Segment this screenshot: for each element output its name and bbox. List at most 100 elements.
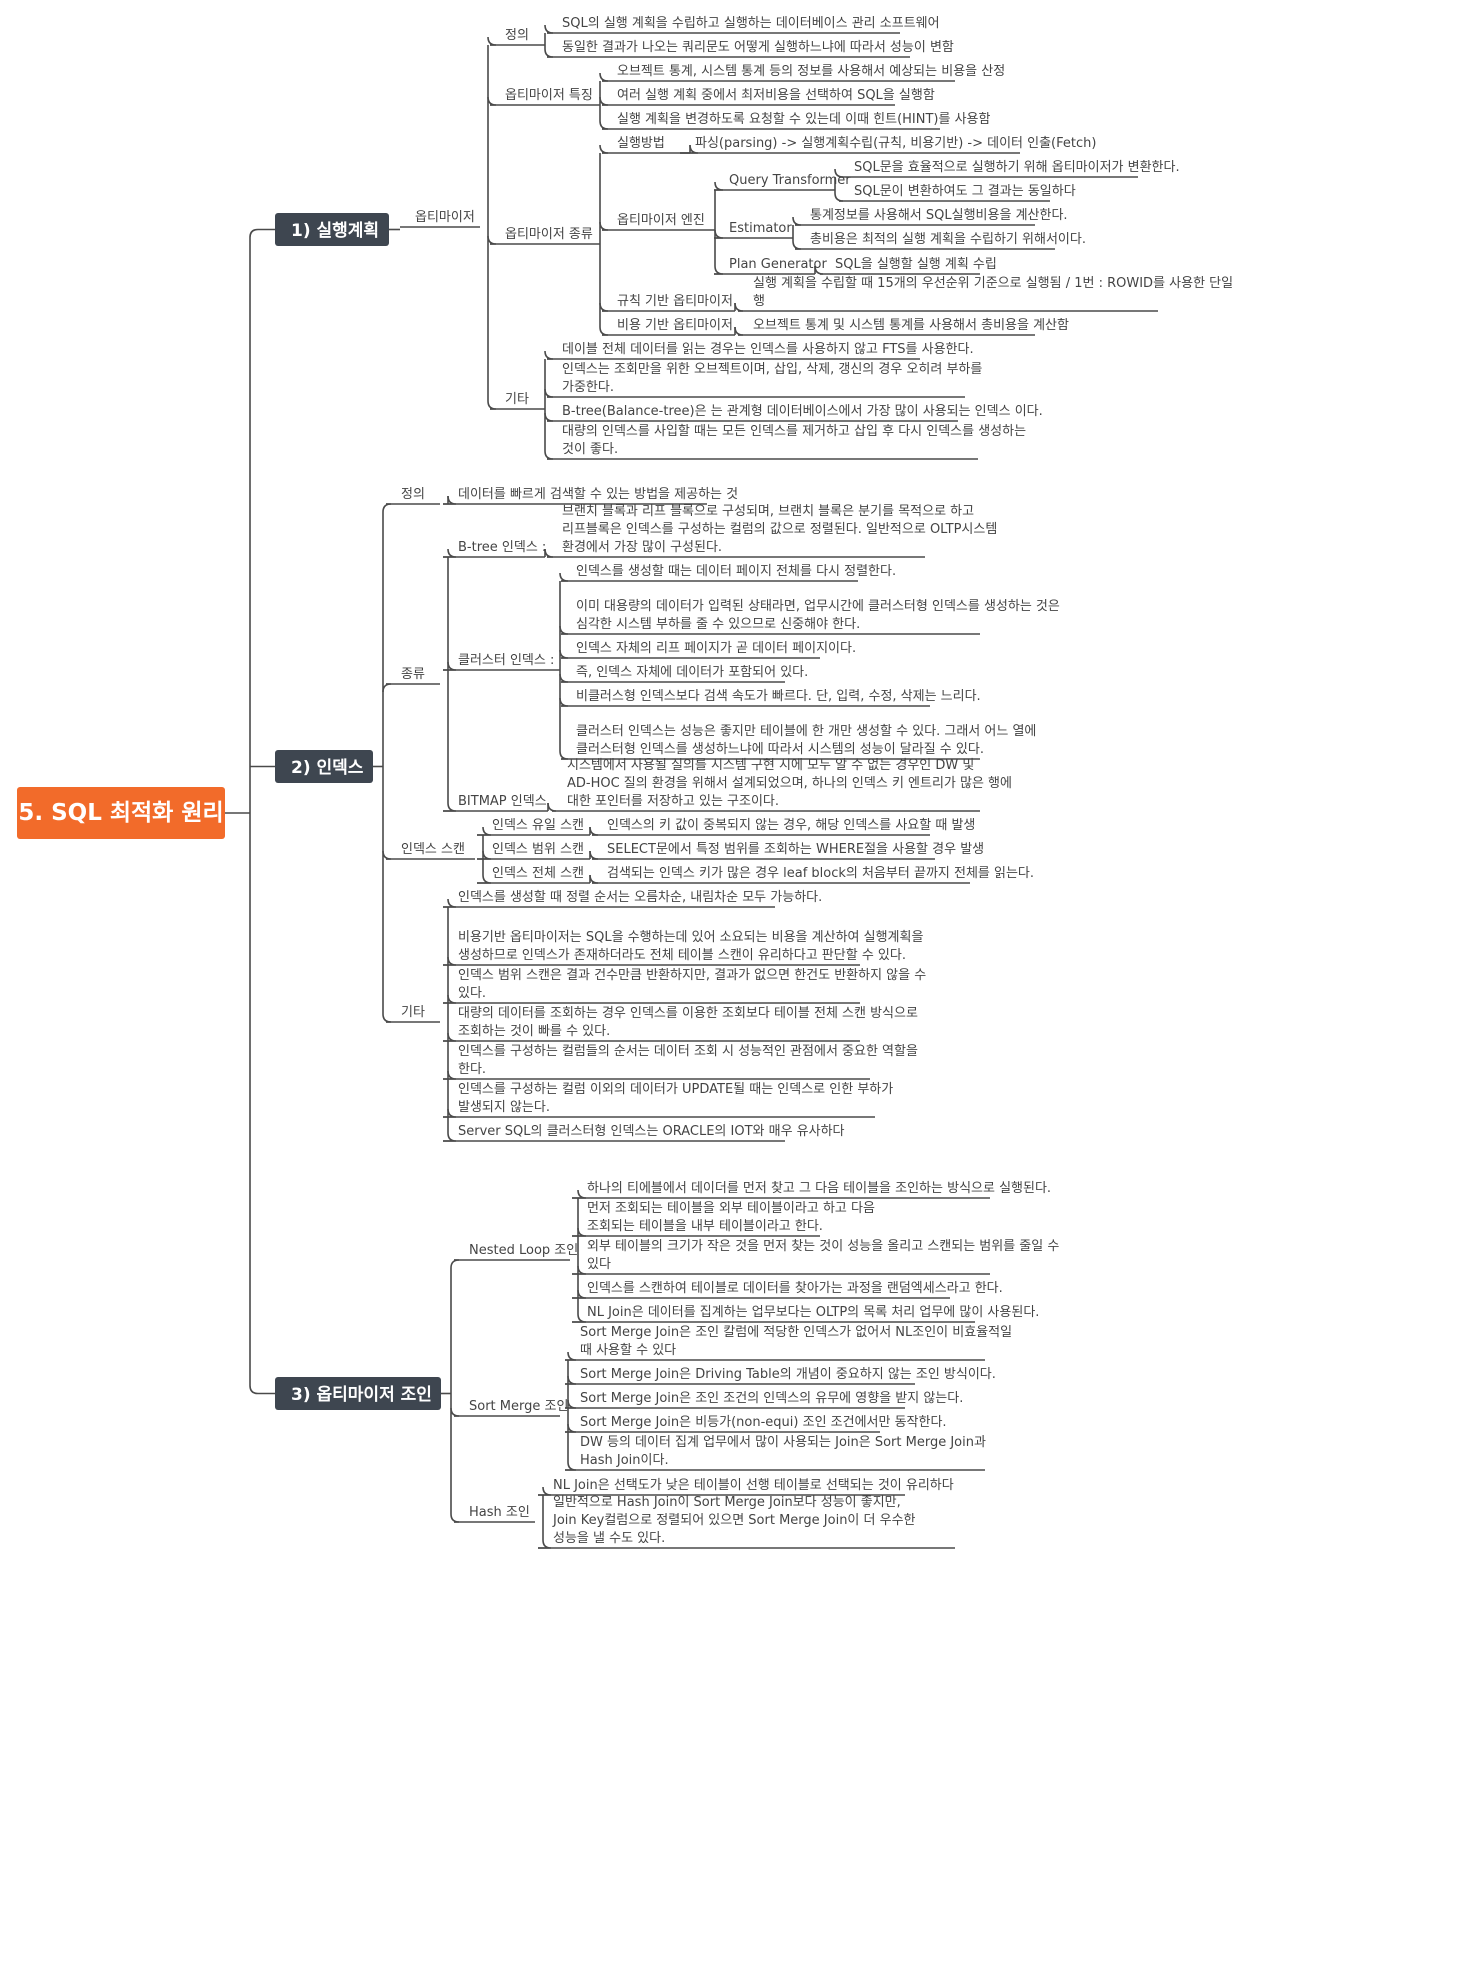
node-label: Server SQL의 클러스터형 인덱스는 ORACLE의 IOT와 매우 유… xyxy=(458,1124,845,1139)
node-label: 인덱스 유일 스캔 xyxy=(492,818,584,833)
branch-connector xyxy=(572,1289,587,1299)
node-label: 실행 계획을 변경하도록 요청할 수 있는데 이때 힌트(HINT)를 사용함 xyxy=(617,111,991,127)
node-label: 파싱(parsing) -> 실행계획수립(규칙, 비용기반) -> 데이터 인… xyxy=(695,135,1096,151)
node-label: 오브젝트 통계, 시스템 통계 등의 정보를 사용해서 예상되는 비용을 산정 xyxy=(617,64,1005,79)
node-label: 옵티마이저 엔진 xyxy=(617,213,705,228)
section-title: 3) 옵티마이저 조인 xyxy=(291,1385,432,1405)
branch-connector xyxy=(477,874,492,884)
branch-connector xyxy=(565,1351,577,1361)
node-label: 동일한 결과가 나오는 쿼리문도 어떻게 실행하느냐에 따라서 성능이 변함 xyxy=(562,39,954,55)
branch-connector xyxy=(599,72,609,82)
node-label: 종류 xyxy=(401,667,425,682)
node-label: 비용 기반 옵티마이저 xyxy=(617,318,733,333)
node-label: 있다. xyxy=(458,986,486,1001)
node-label: 인덱스를 스캔하여 테이블로 데이터를 찾아가는 과정을 랜덤엑세스라고 한다. xyxy=(587,1281,1003,1296)
branch-connector xyxy=(443,1108,457,1118)
node-label: 행 xyxy=(753,293,765,309)
branch-connector xyxy=(714,181,724,191)
branch-connector xyxy=(443,1132,457,1142)
section-connector xyxy=(249,228,275,238)
node-label: 조회하는 것이 빠를 수 있다. xyxy=(458,1024,610,1039)
branch-connector xyxy=(714,265,724,275)
branch-connector xyxy=(572,1227,587,1237)
root-node[interactable] xyxy=(17,787,225,839)
section-node[interactable] xyxy=(275,213,389,246)
node-label: 인덱스의 키 값이 중복되지 않는 경우, 해당 인덱스를 사요할 때 발생 xyxy=(607,818,975,833)
node-label: B-tree 인덱스 : xyxy=(458,540,546,555)
branch-connector xyxy=(565,1375,577,1385)
branch-connector xyxy=(589,874,599,884)
node-label: 인덱스 전체 스캔 xyxy=(492,866,584,881)
section-title: 2) 인덱스 xyxy=(291,758,364,778)
node-label: 규칙 기반 옵티마이저 xyxy=(617,294,733,309)
node-label: Hash Join이다. xyxy=(580,1453,669,1468)
node-label: 대량의 데이터를 조회하는 경우 인덱스를 이용한 조회보다 테이블 전체 스캔… xyxy=(458,1006,918,1021)
branch-connector xyxy=(443,1032,457,1042)
branch-connector xyxy=(559,673,569,683)
branch-connector xyxy=(487,36,497,46)
node-label: 대량의 인덱스를 사입할 때는 모든 인덱스를 제거하고 삽입 후 다시 인덱스… xyxy=(562,424,1026,439)
node-label: 실행방법 xyxy=(617,135,665,151)
branch-connector xyxy=(544,350,554,360)
branch-connector xyxy=(565,1423,577,1433)
node-label: 시스템에서 사용될 질의를 시스템 구현 시에 모두 알 수 없는 경우인 DW… xyxy=(567,758,974,773)
node-label: 인덱스를 생성할 때 정렬 순서는 오름차순, 내림차순 모두 가능하다. xyxy=(458,890,822,905)
branch-connector xyxy=(538,1539,552,1549)
branch-connector xyxy=(382,503,392,513)
node-label: 발생되지 않는다. xyxy=(458,1100,550,1115)
branch-connector xyxy=(544,48,554,58)
branch-connector xyxy=(487,235,497,245)
node-label: 인덱스를 구성하는 컬럼 이외의 데이터가 UPDATE될 때는 인덱스로 인한… xyxy=(458,1082,893,1097)
section-title: 1) 실행계획 xyxy=(291,221,379,241)
node-label: Plan Generator xyxy=(729,257,827,272)
node-label: 여러 실행 계획 중에서 최저비용을 선택하여 SQL을 실행함 xyxy=(617,87,935,103)
node-label: 클러스터 인덱스 : xyxy=(458,653,554,668)
section-node[interactable] xyxy=(275,1377,441,1410)
node-label: 것이 좋다. xyxy=(562,442,618,457)
node-label: Query Transformer xyxy=(729,173,851,188)
node-label: Sort Merge Join은 조인 조건의 인덱스의 유무에 영향을 받지 … xyxy=(580,1391,963,1406)
node-label: 인덱스 스캔 xyxy=(401,842,465,857)
node-label: 인덱스를 구성하는 컬럼들의 순서는 데이터 조회 시 성능적인 관점에서 중요… xyxy=(458,1044,918,1059)
branch-connector xyxy=(443,1070,457,1080)
node-label: 있다 xyxy=(587,1257,611,1272)
node-label: 대한 포인터를 저장하고 있는 구조이다. xyxy=(567,794,779,809)
node-label: BITMAP 인덱스 xyxy=(458,794,547,809)
node-label: SQL문을 효율적으로 실행하기 위해 옵티마이저가 변환한다. xyxy=(854,159,1180,175)
branch-connector xyxy=(443,956,457,966)
node-label: 즉, 인덱스 자체에 데이터가 포함되어 있다. xyxy=(576,665,808,680)
branch-connector xyxy=(382,683,392,693)
node-label: 인덱스 범위 스캔 xyxy=(492,842,584,857)
branch-connector xyxy=(572,1189,587,1199)
node-label: Sort Merge Join은 조인 칼럼에 적당한 인덱스가 없어서 NL조… xyxy=(580,1325,1012,1340)
branch-connector xyxy=(443,495,457,505)
node-label: SQL문이 변환하여도 그 결과는 동일하다 xyxy=(854,184,1076,199)
branch-connector xyxy=(834,168,844,178)
node-label: 옵티마이저 xyxy=(415,210,475,225)
branch-connector xyxy=(487,400,497,410)
node-label: Sort Merge Join은 비등가(non-equi) 조인 조건에서만 … xyxy=(580,1415,947,1430)
branch-connector xyxy=(572,1313,587,1323)
branch-connector xyxy=(559,750,569,760)
node-label: Sort Merge Join은 Driving Table의 개념이 중요하지… xyxy=(580,1367,996,1382)
node-label: 인덱스를 생성할 때는 데이터 페이지 전체를 다시 정렬한다. xyxy=(576,564,896,579)
branch-connector xyxy=(599,96,609,106)
node-label: 한다. xyxy=(458,1062,486,1077)
connector-lines xyxy=(225,24,1158,1549)
branch-connector xyxy=(544,388,554,398)
section-node[interactable] xyxy=(275,750,373,783)
node-label: 데이블 전체 데이터를 읽는 경우는 인덱스를 사용하지 않고 FTS를 사용한… xyxy=(562,342,974,357)
branch-connector xyxy=(443,994,457,1004)
node-label: 이미 대용량의 데이터가 입력된 상태라면, 업무시간에 클러스터형 인덱스를 … xyxy=(576,599,1060,614)
node-label: 통계정보를 사용해서 SQL실행비용을 계산한다. xyxy=(810,207,1068,223)
branch-connector xyxy=(544,24,554,34)
branch-connector xyxy=(382,1013,392,1023)
branch-connector xyxy=(599,144,609,154)
node-label: SQL을 실행할 실행 계획 수립 xyxy=(835,256,997,272)
node-label: 생성하므로 인덱스가 존재하더라도 전체 테이블 스캔이 유리하다고 판단할 수… xyxy=(458,948,906,963)
branch-connector xyxy=(734,326,744,336)
node-label: 기타 xyxy=(505,392,529,407)
